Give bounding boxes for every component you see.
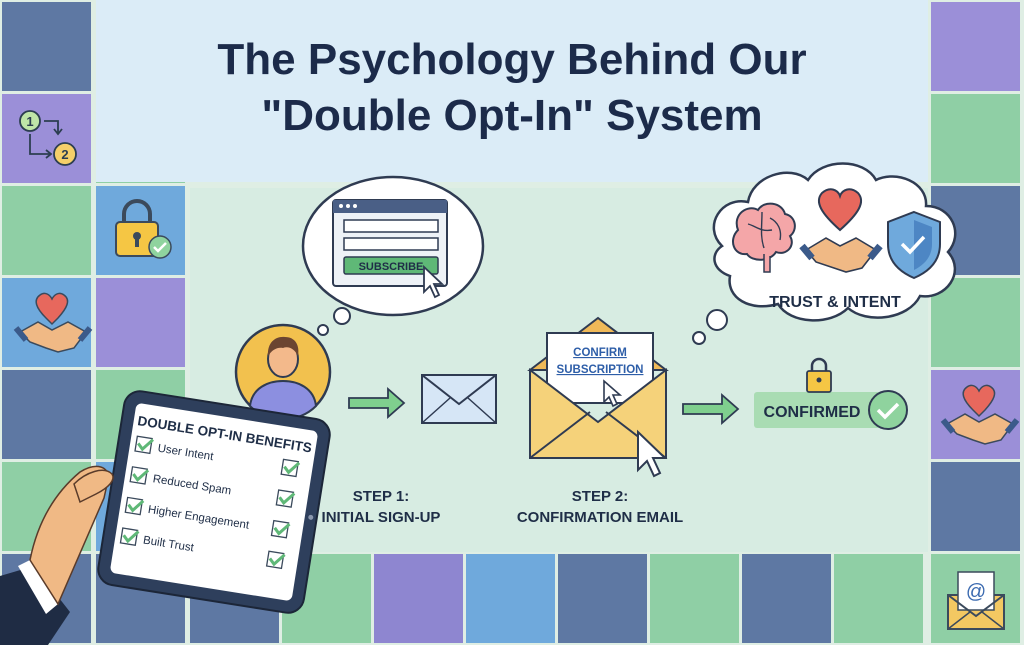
tile [2,278,91,367]
cursor-icon [637,429,668,478]
tile [558,554,647,643]
lock-icon [806,357,832,393]
form-field [343,219,439,233]
thumb [73,469,114,504]
confirm-subscription-card: CONFIRM SUBSCRIPTION [546,332,654,404]
workflow-steps-icon: 1 2 [19,110,77,166]
tile [96,278,185,367]
title-band [96,0,928,182]
tile [2,2,91,91]
step-2-line-1: STEP 2: [571,488,629,505]
step-1-line-1: STEP 1: [352,488,410,505]
heart-icon [817,188,863,232]
open-envelope-icon: CONFIRM SUBSCRIPTION [527,316,669,459]
check-circle-icon [868,390,908,430]
tile [931,462,1020,551]
shield-check-icon [887,210,941,280]
confirmed-label: CONFIRMED [764,404,861,421]
trust-intent-label: TRUST & INTENT [769,294,901,311]
arrow-icon [348,387,406,419]
title-line-2: "Double Opt-In" System [261,91,763,140]
trust-thought-cloud [692,162,957,345]
step-2-line-2: CONFIRMATION EMAIL [516,509,684,526]
title-line-1: The Psychology Behind Our [217,35,807,84]
tile [742,554,831,643]
tile [2,370,91,459]
tile [374,554,463,643]
confirm-card-line-2: SUBSCRIPTION [557,364,644,376]
padlock-check-icon [115,199,172,259]
heart-handshake-icon [940,384,1020,445]
heart-handshake-icon [13,292,93,353]
tile [834,554,923,643]
step-2-label: STEP 2: CONFIRMATION EMAIL [500,486,700,528]
workflow-step-b: 2 [61,147,68,162]
step-1-line-2: INITIAL SIGN-UP [321,509,441,526]
tile [2,186,91,275]
envelope-icon [421,374,497,424]
tile [931,370,1020,459]
subscribe-button-label: SUBSCRIBE [359,261,424,273]
workflow-step-a: 1 [26,114,33,129]
tile [931,2,1020,91]
step-1-label: STEP 1: INITIAL SIGN-UP [306,486,456,528]
tablet-device: DOUBLE OPT-IN BENEFITS User Intent Reduc… [97,390,331,614]
cursor-icon [603,379,623,408]
user-avatar-icon [234,323,332,421]
page-title: The Psychology Behind Our "Double Opt-In… [96,32,928,144]
tile [466,554,555,643]
handshake-icon [799,237,883,273]
confirmed-badge: CONFIRMED [754,392,896,428]
tile [931,94,1020,183]
cursor-icon [423,264,445,299]
brain-icon [732,202,796,273]
arrow-icon [682,393,740,425]
subscribe-button: SUBSCRIBE [343,256,439,275]
hand-holding-tablet [0,465,109,645]
form-field [343,237,439,251]
tile [931,278,1020,367]
confirm-card-line-1: CONFIRM [573,347,627,359]
email-at-symbol: @ [966,581,986,603]
tile [2,94,91,183]
email-at-icon: @ [947,571,1005,630]
tile [650,554,739,643]
